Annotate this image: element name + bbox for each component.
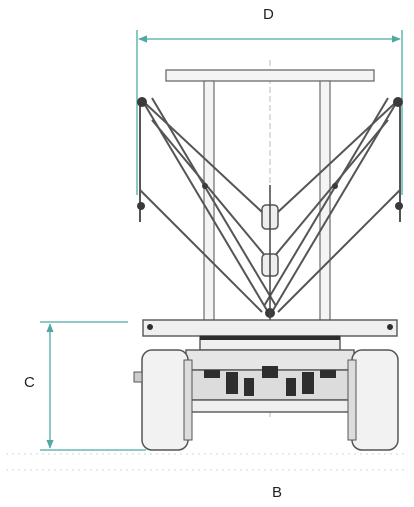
right-wheel xyxy=(347,349,399,451)
right-arm-assembly xyxy=(263,97,401,313)
chassis xyxy=(142,319,398,413)
dimension-d xyxy=(136,30,403,195)
left-arm-assembly xyxy=(139,97,277,313)
dimension-label-b: B xyxy=(272,484,283,501)
left-wheel xyxy=(133,349,193,451)
top-crossbar xyxy=(165,69,375,82)
dimension-c xyxy=(40,321,146,451)
dimension-label-c: C xyxy=(24,374,35,391)
chassis-details xyxy=(147,324,393,396)
dimension-label-d: D xyxy=(263,6,274,23)
center-column xyxy=(261,185,279,320)
ground-lines xyxy=(6,453,408,471)
